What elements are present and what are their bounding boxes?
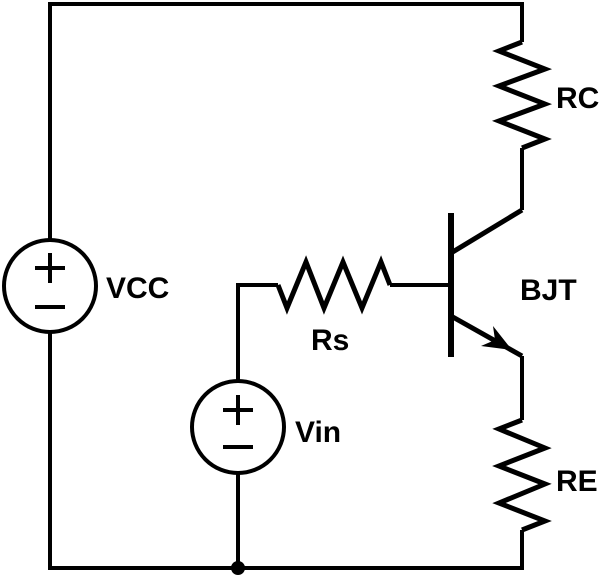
rc-resistor: RC (491, 39, 599, 151)
ground-node-dot (231, 561, 245, 575)
rs-label: Rs (311, 324, 349, 357)
vcc-source-circle (2, 238, 98, 334)
bjt-transistor: BJT (448, 207, 577, 359)
wire-bottom-rail (48, 333, 524, 570)
wires (48, 2, 524, 570)
bjt-label: BJT (520, 274, 577, 307)
vin-source: Vin (190, 379, 341, 475)
vin-label: Vin (295, 416, 341, 449)
bjt-collector-lead (449, 207, 524, 256)
rc-label: RC (556, 82, 599, 115)
vin-plus-icon (223, 395, 253, 425)
re-label: RE (556, 465, 598, 498)
wire-base-left (236, 283, 278, 381)
vin-source-circle (190, 379, 286, 475)
wire-top-rail (48, 2, 524, 241)
bjt-emitter-arrow-icon (481, 326, 512, 350)
rs-resistor-zigzag (275, 255, 393, 315)
vcc-plus-icon (35, 253, 65, 283)
vcc-label: VCC (106, 272, 169, 305)
re-resistor: RE (492, 417, 598, 533)
rs-resistor: Rs (275, 255, 393, 357)
bjt-emitter-lead (449, 313, 524, 359)
rc-resistor-zigzag (491, 39, 553, 151)
vcc-source: VCC (2, 238, 169, 334)
re-resistor-zigzag (492, 417, 552, 533)
